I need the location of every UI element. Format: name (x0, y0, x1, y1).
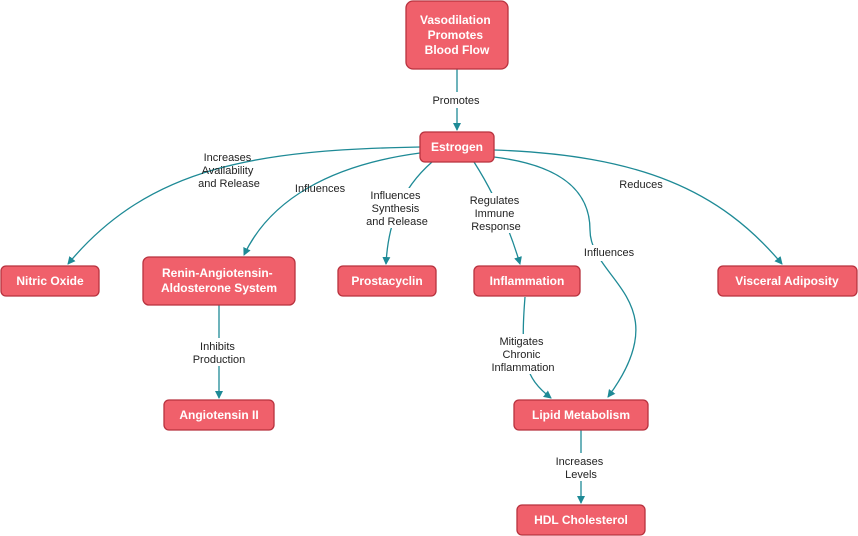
node-estrogen[interactable]: Estrogen (419, 131, 495, 163)
node-inflammation[interactable]: Inflammation (473, 265, 581, 297)
edge-label-increases-levels: Increases Levels (552, 453, 610, 481)
svg-text:Increases Availability: Increases Availability and Release (198, 152, 260, 190)
svg-text:Visceral Adiposity: Visceral Adiposity (735, 274, 839, 288)
svg-text:Inflammation: Inflammation (490, 274, 565, 288)
node-vasodilation[interactable]: Vasodilation Promotes Blood Flow (405, 0, 509, 70)
node-hdl-cholesterol[interactable]: HDL Cholesterol (516, 504, 646, 536)
edge-label-mitigates-chronic: Mitigates Chronic Inflammation (490, 334, 558, 374)
svg-text:Lipid Metabolism: Lipid Metabolism (532, 408, 630, 422)
svg-text:Estrogen: Estrogen (431, 140, 483, 154)
node-nitric-oxide[interactable]: Nitric Oxide (0, 265, 100, 297)
edge-label-influences-synthesis: Influences Synthesis and Release (364, 188, 432, 228)
edge-label-influences-raas: Influences (295, 183, 346, 195)
edge-label-reduces: Reduces (619, 179, 663, 191)
node-lipid-metabolism[interactable]: Lipid Metabolism (513, 399, 649, 431)
node-angiotensin-ii[interactable]: Angiotensin II (163, 399, 275, 431)
edge-estrogen-nitric-oxide (67, 146, 421, 265)
node-visceral-adiposity[interactable]: Visceral Adiposity (717, 265, 858, 297)
edge-label-regulates-immune: Regulates Immune Response (468, 193, 526, 233)
svg-text:Promotes: Promotes (432, 95, 480, 107)
svg-text:Nitric Oxide: Nitric Oxide (16, 274, 84, 288)
edge-label-influences-lipid: Influences (582, 245, 638, 261)
svg-text:Prostacyclin: Prostacyclin (351, 274, 422, 288)
svg-text:Mitigates Chronic: Mitigates Chronic Inflammation (492, 336, 555, 374)
edge-estrogen-visceral (493, 149, 783, 265)
svg-text:Regulates Immune R: Regulates Immune Response (470, 195, 523, 233)
node-prostacyclin[interactable]: Prostacyclin (337, 265, 437, 297)
svg-text:Reduces: Reduces (619, 179, 663, 191)
svg-text:Angiotensin II: Angiotensin II (179, 408, 258, 422)
svg-text:Influences Synthesis: Influences Synthesis and Release (366, 190, 428, 228)
edge-label-promotes: Promotes (430, 92, 484, 108)
svg-text:Increases Levels: Increases Levels (556, 456, 607, 481)
svg-text:Vasodilation Promotes: Vasodilation Promotes Blood Flow (420, 13, 494, 57)
edge-label-increases-availability: Increases Availability and Release (198, 152, 260, 190)
edge-label-inhibits-production: Inhibits Production (188, 338, 250, 366)
svg-text:Influences: Influences (584, 247, 635, 259)
svg-text:Inhibits Production: Inhibits Production (193, 341, 246, 366)
edge-estrogen-lipid (493, 156, 637, 398)
node-raas[interactable]: Renin-Angiotensin- Aldosterone System (142, 256, 296, 306)
svg-text:Renin-Angiotensin- Aldos: Renin-Angiotensin- Aldosterone System (161, 266, 277, 295)
svg-text:Influences: Influences (295, 183, 346, 195)
edge-estrogen-raas (243, 152, 421, 256)
svg-text:HDL Cholesterol: HDL Cholesterol (534, 513, 628, 527)
